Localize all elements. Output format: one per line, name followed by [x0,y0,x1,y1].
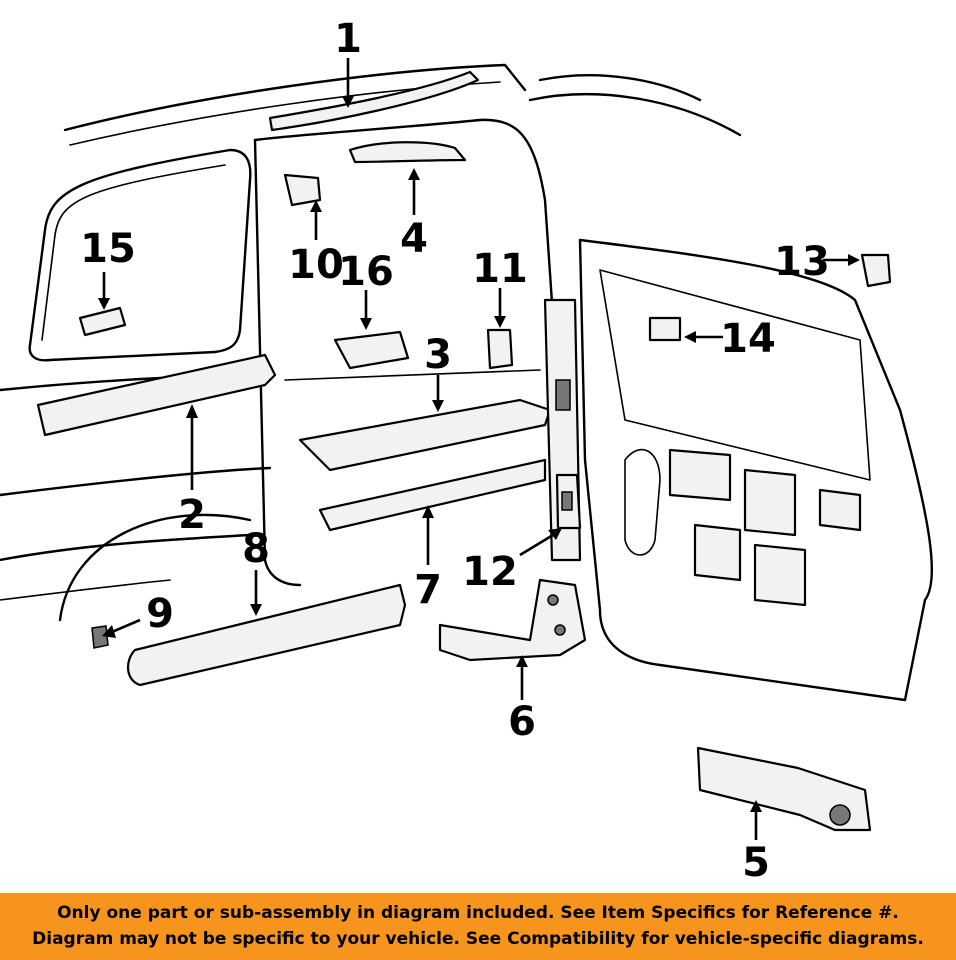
callout-12: 12 [462,549,518,595]
callout-1: 1 [334,16,362,62]
callout-16: 16 [338,249,394,295]
callout-4: 4 [400,216,428,262]
callout-13: 13 [774,239,830,285]
callout-6: 6 [508,699,536,745]
callout-11: 11 [472,246,528,292]
part-8-running-board [127,583,407,687]
part-5-lower-hinge [696,746,872,832]
part-10-bracket [283,173,322,207]
part-14-pad [648,316,682,342]
callout-2: 2 [178,492,206,538]
vehicle-body-outline [0,63,934,702]
disclaimer-banner: Only one part or sub-assembly in diagram… [0,893,956,960]
callout-7: 7 [414,567,442,613]
disclaimer-line-1: Only one part or sub-assembly in diagram… [57,903,899,923]
part-2-quarter-trim [36,353,277,437]
part-1-roof-rail [268,70,480,132]
part-11-bracket [486,328,514,370]
callout-15: 15 [80,226,136,272]
part-15-hook [78,306,127,337]
part-12-striker [555,473,582,530]
part-16-latch [333,330,410,370]
parts-diagram: 1 2 3 4 5 6 7 8 9 10 11 12 13 14 15 16 [0,16,934,886]
part-4-grab-handle [348,141,467,164]
part-13-bumper [860,253,892,288]
callout-3: 3 [424,332,452,378]
callout-10: 10 [288,242,344,288]
callout-9: 9 [146,591,174,637]
part-6-upper-hinge [438,578,587,662]
disclaimer-line-2: Diagram may not be specific to your vehi… [32,929,924,949]
callout-5: 5 [742,840,770,886]
callout-numbers: 1 2 3 4 5 6 7 8 9 10 11 12 13 14 15 16 [80,16,830,886]
leader-lines [98,58,860,840]
callout-14: 14 [720,316,776,362]
part-9-clip [91,625,109,649]
callout-8: 8 [242,526,270,572]
